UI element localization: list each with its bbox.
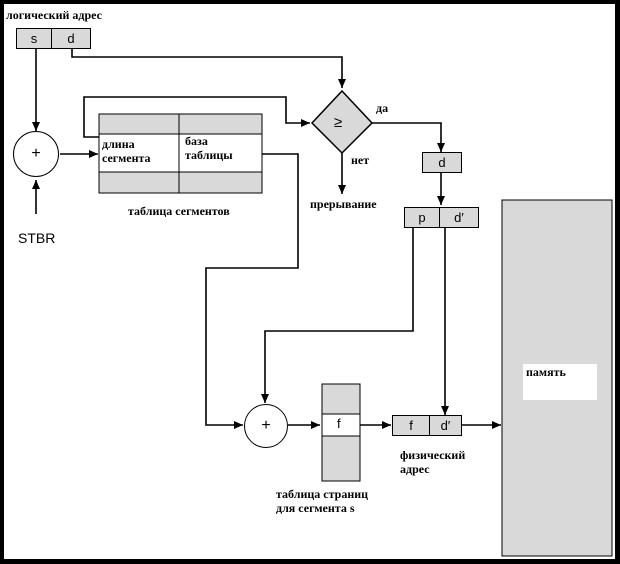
arrow-d-to-compare [71,49,346,88]
memory-label-bg [523,364,597,400]
segment-length-label: длина сегмента [102,137,151,165]
page-table-shape [321,383,361,482]
page-dprime-cell: d′ [439,207,479,228]
diagram-canvas: логический адрес s d + STBR длина сегмен… [4,4,615,559]
memory-label: память [526,365,566,379]
arrow-base-to-adder [205,153,299,429]
trap-label: прерывание [310,197,377,211]
page-adder: + [244,404,288,448]
arrow-p-to-adder [261,228,414,403]
table-base-label: база таблицы [185,134,233,162]
branch-yes-label: да [376,101,389,115]
arrow-length-to-compare [83,96,310,138]
logical-d-cell: d [51,28,91,49]
page-table-f: f [337,416,341,431]
branch-no-label: нет [351,153,370,167]
page-p-cell: p [404,207,440,228]
physical-f-cell: f [392,415,430,436]
logical-address-title: логический адрес [6,8,102,22]
compare-diamond [310,89,374,155]
arrow-compare-to-d [372,122,445,152]
compare-symbol: ≥ [334,114,343,131]
stbr-label: STBR [18,230,56,246]
segment-adder: + [13,131,59,177]
offset-d-box: d [422,152,462,173]
segment-table-title: таблица сегментов [128,204,230,218]
connector-lines [32,49,613,557]
logical-s-cell: s [16,28,52,49]
physical-dprime-cell: d′ [429,415,462,436]
physical-address-title: физический адрес [400,448,466,476]
page-table-title: таблица страниц для сегмента s [276,487,369,515]
segment-table-shape [98,113,263,194]
